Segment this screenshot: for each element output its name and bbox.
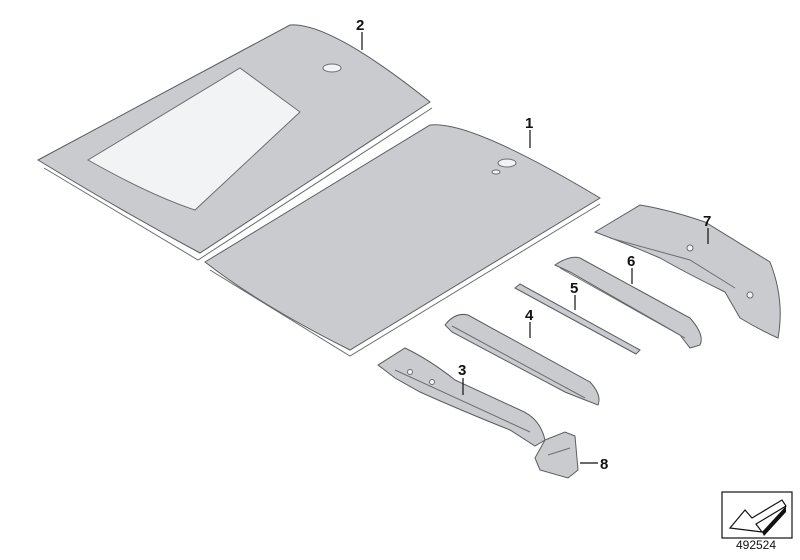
- callout-2: 2: [356, 17, 364, 34]
- rear-roof-frame[interactable]: [593, 204, 781, 339]
- front-roof-frame[interactable]: [377, 347, 546, 447]
- roof-panel[interactable]: [204, 124, 601, 357]
- callout-6: 6: [627, 253, 635, 270]
- callout-3: 3: [458, 362, 466, 379]
- callout-1: 1: [525, 115, 533, 132]
- callout-4: 4: [525, 307, 534, 324]
- reference-arrow-icon: [721, 491, 793, 539]
- diagram-number: 492524: [735, 538, 777, 552]
- roof-bow-1[interactable]: [444, 314, 600, 406]
- corner-bracket[interactable]: [534, 431, 579, 479]
- callout-5: 5: [570, 280, 578, 297]
- sunroof-roof-panel[interactable]: [36, 24, 433, 261]
- callout-8: 8: [600, 456, 608, 473]
- roof-bow-2[interactable]: [514, 283, 641, 355]
- callout-7: 7: [703, 213, 711, 230]
- roof-bow-3[interactable]: [553, 256, 702, 349]
